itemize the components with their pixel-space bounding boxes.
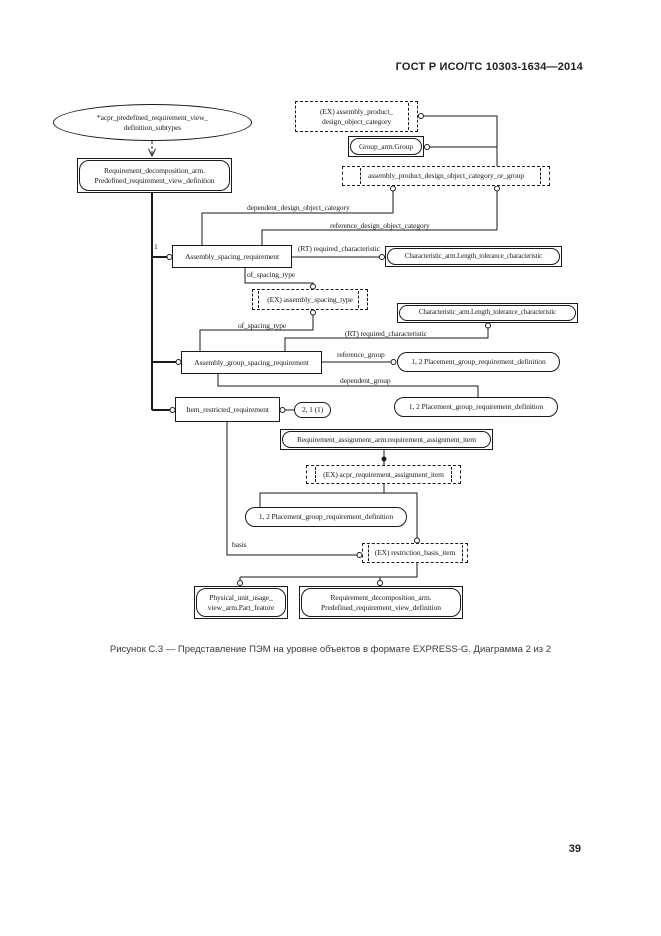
select-type-tick (360, 168, 361, 184)
node-requirement-decomposition-top: Requirement_decomposition_arm. Predefine… (77, 158, 232, 193)
node-page-ref-2-1-1: 2, 1 (1) (294, 402, 331, 418)
node-physical-unit-usage-part-feature: Physical_unit_usage_ view_arm.Part_featu… (194, 586, 288, 619)
figure-caption: Рисунок С.3 — Представление ПЭМ на уровн… (109, 644, 552, 655)
node-placement-group-requirement-definition-3: 1, 2 Placement_group_requirement_definit… (245, 507, 407, 527)
page-number: 39 (568, 843, 581, 855)
node-acpr-requirement-assignment-item: (EX) acpr_requirement_assignment_item (306, 465, 461, 484)
edge-label-of-spacing-type-1: of_spacing_type (247, 270, 296, 279)
supertype-tree-line (151, 193, 176, 411)
node-characteristic-length-tolerance-1: Characteristic_arm.Length_tolerance_char… (385, 246, 562, 267)
edge-label-dependent-group: dependent_group (340, 376, 391, 385)
node-assembly-product-design-object-category: (EX) assembly_product_ design_object_cat… (295, 101, 418, 132)
node-placement-group-requirement-definition-1: 1, 2 Placement_group_requirement_definit… (397, 352, 560, 372)
node-characteristic-length-tolerance-2: Characteristic_arm.Length_tolerance_char… (397, 303, 578, 323)
node-assembly-spacing-type: (EX) assembly_spacing_type (252, 289, 368, 310)
node-item-restricted-requirement: Item_restricted_requirement (175, 397, 280, 422)
node-assembly-product-design-object-category-or-group: assembly_product_design_object_category_… (342, 166, 550, 186)
select-type-tick (462, 545, 463, 561)
select-type-tick (258, 291, 259, 308)
relationship-circles (166, 113, 500, 586)
edge-label-of-spacing-type-2: of_spacing_type (238, 321, 287, 330)
edge-label-basis: basis (232, 540, 247, 549)
select-type-tick (358, 291, 359, 308)
edge-label-required-characteristic-2: (RT) required_characteristic (345, 329, 427, 338)
edge-label-required-characteristic-1: (RT) required_characteristic (298, 244, 380, 253)
filled-relationship-dot (381, 456, 387, 462)
select-type-tick (451, 467, 452, 482)
edge-label-cardinality-1: 1 (154, 242, 158, 251)
edge-label-reference-design-object-category: reference_design_object_category (330, 221, 430, 230)
node-acpr-predefined-subtypes-oval: *acpr_predefined_requirement_view_ defin… (53, 104, 252, 141)
edge-label-reference-group: reference_group (337, 350, 385, 359)
node-restriction-basis-item: (EX) restriction_basis_item (362, 543, 468, 563)
node-requirement-decomposition-bottom: Requirement_decomposition_arm. Predefine… (299, 586, 463, 619)
node-group-arm-group: Group_arm.Group (348, 136, 424, 157)
arrowhead-icon (148, 148, 156, 158)
node-requirement-assignment-item: Requirement_assignment_arm.requirement_a… (280, 429, 493, 450)
select-type-tick (408, 103, 409, 130)
node-assembly-group-spacing-requirement: Assembly_group_spacing_requirement (181, 351, 322, 374)
edge-label-dependent-design-object-category: dependent_design_object_category (247, 203, 350, 212)
page-header: ГОСТ Р ИСО/ТС 10303-1634—2014 (395, 61, 583, 73)
select-type-tick (540, 168, 541, 184)
node-assembly-spacing-requirement: Assembly_spacing_requirement (172, 245, 292, 268)
select-type-tick (315, 467, 316, 482)
select-type-tick (368, 545, 369, 561)
node-placement-group-requirement-definition-2: 1, 2 Placement_group_requirement_definit… (394, 397, 558, 417)
